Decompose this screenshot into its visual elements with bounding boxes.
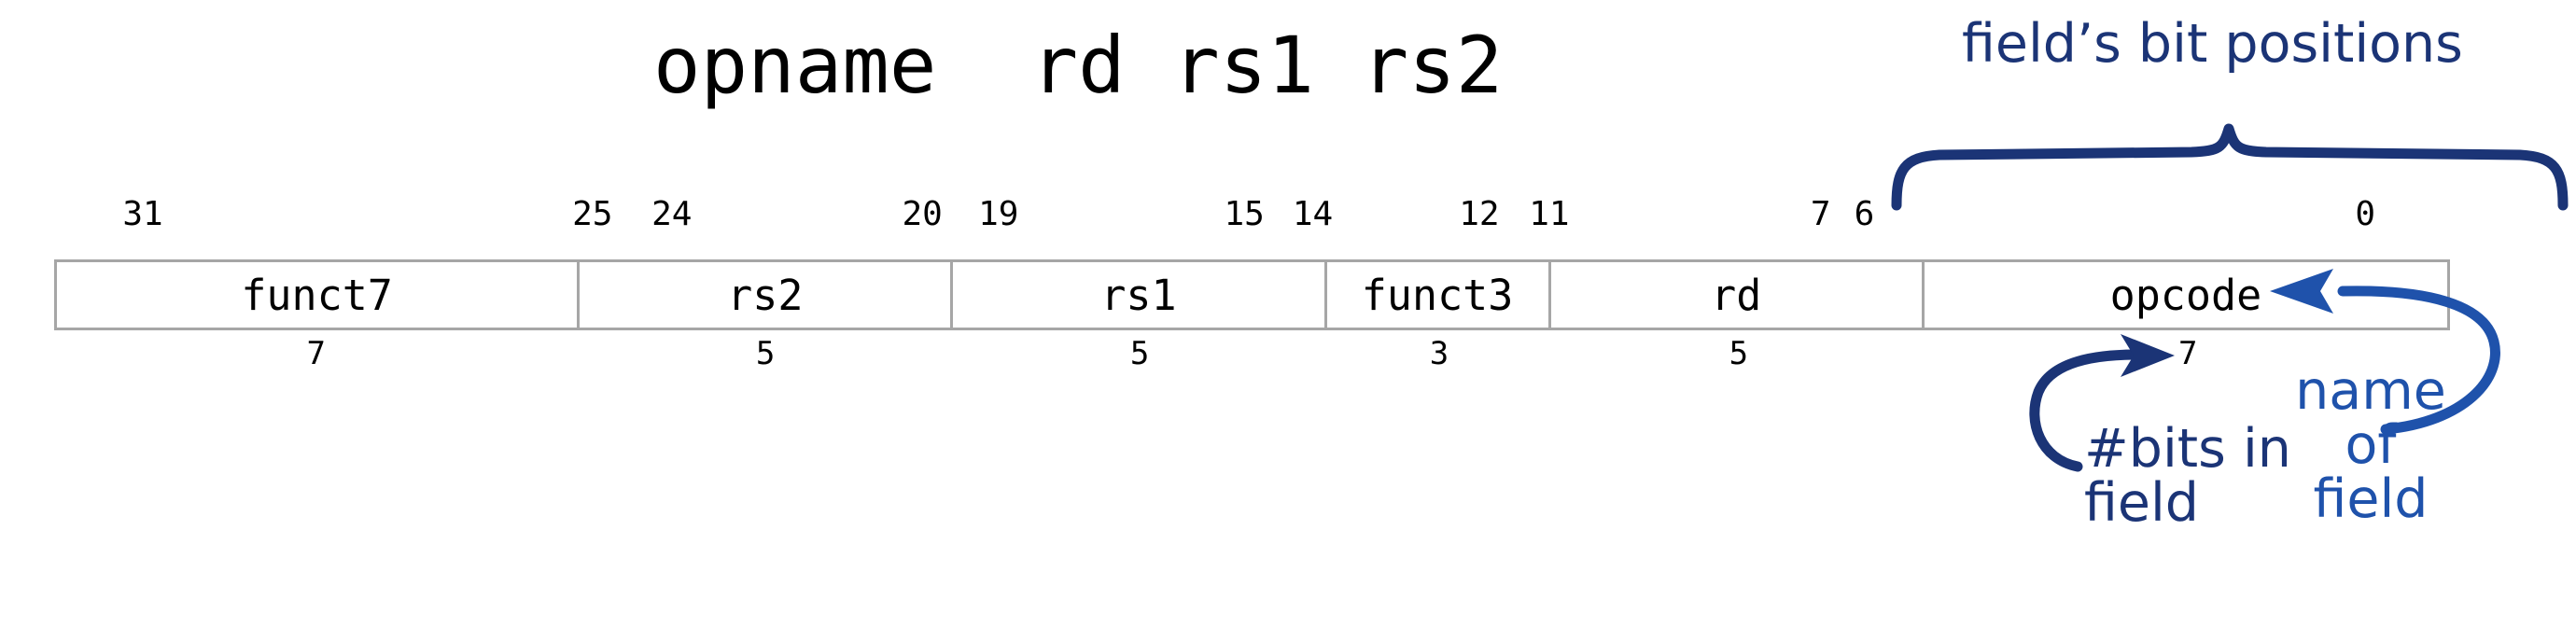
field-cell-rd: rd [1551, 262, 1925, 328]
field-name-label: opcode [2109, 270, 2262, 320]
page-title: opname rd rs1 rs2 [653, 20, 1504, 111]
field-cell-opcode: opcode [1925, 262, 2447, 328]
field-name-label: rs2 [727, 270, 804, 320]
bit-position-label: 0 [2355, 195, 2375, 233]
bit-position-label: 7 [1810, 195, 1831, 233]
instruction-format-bar: funct7 rs2 rs1 funct3 rd opcode [54, 259, 2450, 330]
bit-position-label: 24 [651, 195, 693, 233]
field-name-label: rs1 [1100, 270, 1177, 320]
bit-position-label: 11 [1529, 195, 1570, 233]
bit-position-label: 19 [978, 195, 1019, 233]
field-cell-funct3: funct3 [1327, 262, 1551, 328]
field-name-label: rd [1711, 270, 1762, 320]
field-width-label: 7 [2177, 335, 2198, 372]
field-width-label: 5 [1729, 335, 1749, 372]
field-name-label: funct3 [1361, 270, 1514, 320]
bit-position-label: 31 [122, 195, 163, 233]
field-width-label: 5 [1129, 335, 1150, 372]
field-name-label: funct7 [241, 270, 393, 320]
bit-position-label: 12 [1459, 195, 1500, 233]
annotation-bit-positions: field’s bit positions [1962, 13, 2463, 75]
annotation-name-of-field: name of field [2295, 360, 2446, 531]
bit-position-label: 25 [572, 195, 613, 233]
field-width-label: 7 [306, 335, 326, 372]
bit-position-label: 6 [1854, 195, 1875, 233]
bit-position-label: 15 [1224, 195, 1265, 233]
field-cell-funct7: funct7 [57, 262, 581, 328]
field-width-label: 5 [755, 335, 776, 372]
annotation-bits-in-field: #bits in field [2084, 418, 2291, 535]
bit-position-label: 20 [902, 195, 943, 233]
field-width-label: 3 [1429, 335, 1449, 372]
field-cell-rs1: rs1 [953, 262, 1327, 328]
curly-brace-icon [1891, 123, 2569, 211]
bit-position-label: 14 [1292, 195, 1334, 233]
field-cell-rs2: rs2 [580, 262, 954, 328]
